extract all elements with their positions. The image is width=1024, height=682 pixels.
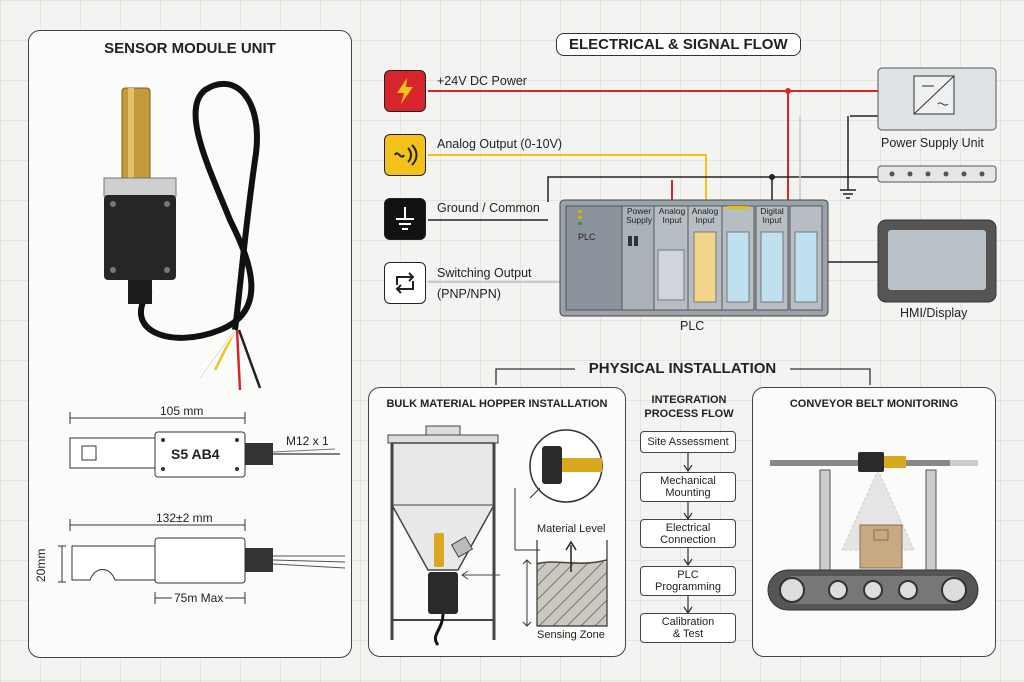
- sensing-zone-label: Sensing Zone: [537, 629, 605, 641]
- material-level-label: Material Level: [537, 523, 606, 535]
- conveyor-title: CONVEYOR BELT MONITORING: [789, 398, 959, 410]
- housing-label: S5 AB4: [171, 446, 220, 462]
- signal-label-analog: Analog Output (0-10V): [437, 137, 563, 151]
- dim-thread: M12 x 1: [286, 434, 329, 448]
- dim-side-length: 132±2 mm: [156, 511, 213, 525]
- plc-module-digital-input: Digital Input: [760, 206, 784, 225]
- dim-top-length: 105 mm: [160, 404, 204, 418]
- signal-label-switching-type: (PNP/NPN): [437, 287, 501, 301]
- physical-title: PHYSICAL INSTALLATION: [588, 360, 777, 377]
- ground-icon: [384, 198, 426, 240]
- signal-label-power: +24V DC Power: [437, 74, 527, 88]
- lightning-icon: [384, 70, 426, 112]
- plc-module-power-supply: Power Supply: [626, 206, 652, 225]
- wave-signal-icon: [384, 134, 426, 176]
- signal-label-ground: Ground / Common: [437, 201, 540, 215]
- power-supply-label: Power Supply Unit: [881, 136, 984, 150]
- dim-max: 75m Max: [172, 591, 226, 605]
- plc-module-analog-input-1: Analog Input: [658, 206, 686, 225]
- signal-label-switching: Switching Output: [437, 266, 532, 280]
- plc-inner-label: PLC: [578, 232, 596, 242]
- hopper-title: BULK MATERIAL HOPPER INSTALLATION: [386, 398, 608, 410]
- electrical-title: ELECTRICAL & SIGNAL FLOW: [556, 33, 801, 56]
- process-step-site-assessment: Site Assessment: [640, 431, 736, 453]
- process-step-calibration-test: Calibration& Test: [640, 613, 736, 643]
- process-title-line2: PROCESS FLOW: [644, 408, 734, 420]
- sensor-cable: [138, 81, 260, 341]
- sensor-module-title: SENSOR MODULE UNIT: [104, 40, 276, 57]
- plc-label: PLC: [680, 319, 705, 333]
- process-title-line1: INTEGRATION: [651, 394, 727, 406]
- switch-arrows-icon: [384, 262, 426, 304]
- hmi-label: HMI/Display: [900, 306, 968, 320]
- plc-module-analog-input-2: Analog Input: [691, 206, 719, 225]
